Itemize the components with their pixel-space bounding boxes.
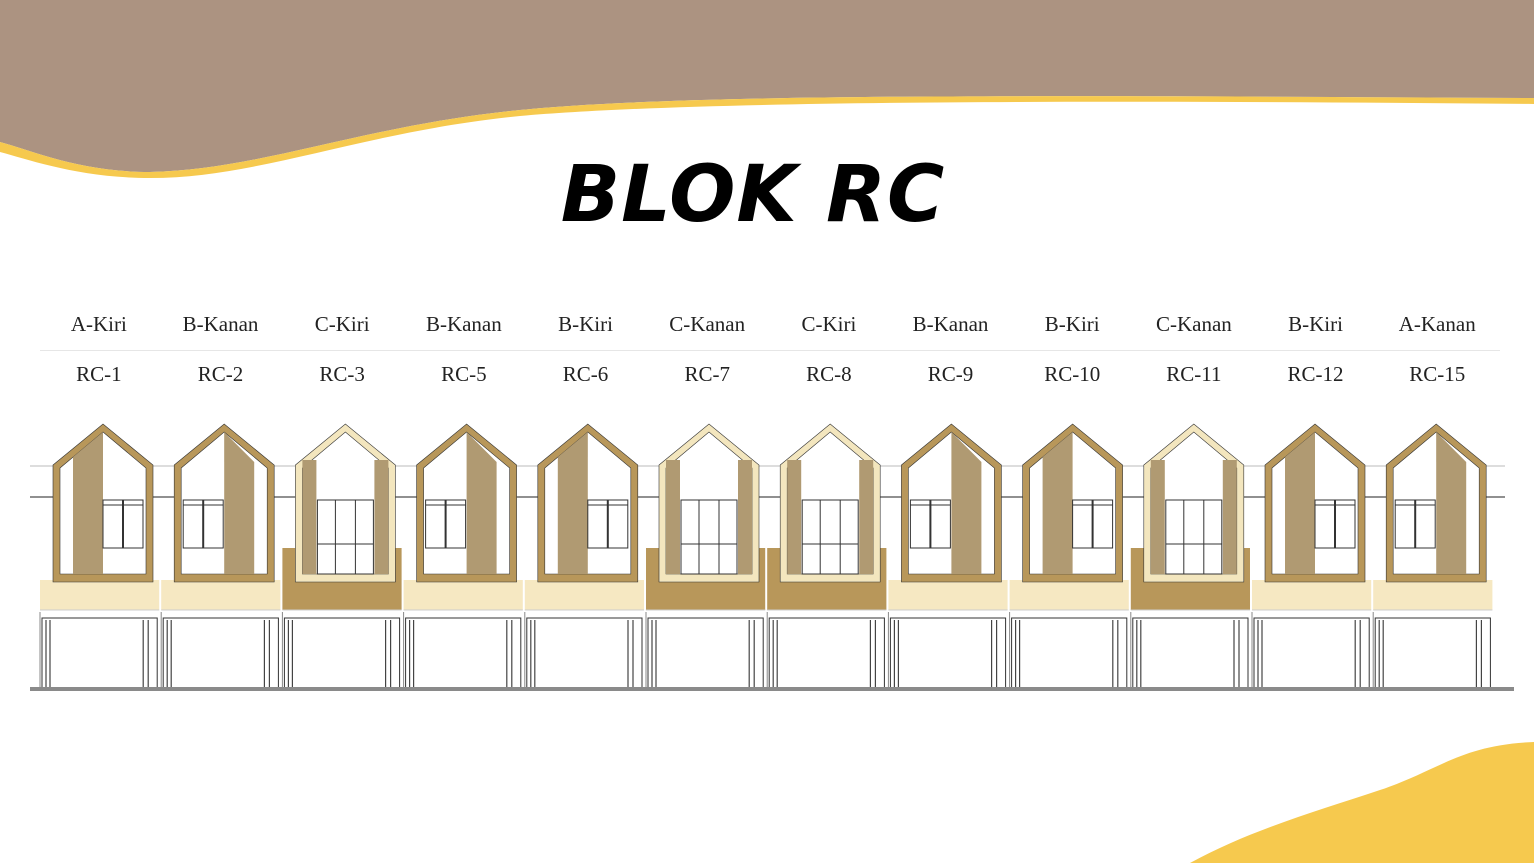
unit-code-label: RC-6: [562, 362, 609, 386]
unit-elevation-RC-3: [281, 423, 402, 689]
unit-type-label: C-Kanan: [1155, 312, 1232, 336]
unit-type-label: A-Kanan: [1398, 312, 1476, 336]
unit-type-label: B-Kanan: [182, 312, 259, 336]
unit-code-label: RC-8: [806, 362, 852, 386]
unit-code-label: RC-7: [684, 362, 730, 386]
unit-elevation-RC-11: [1130, 423, 1250, 689]
unit-elevation-RC-6: [524, 423, 644, 689]
unit-elevation-RC-7: [645, 423, 766, 689]
page-title: BLOK RC: [560, 150, 946, 240]
unit-type-label: C-Kanan: [669, 312, 746, 336]
unit-code-row: RC-1 RC-2 RC-3 RC-5 RC-6 RC-7 RC-8 RC-9 RC-10 RC-…: [38, 362, 1498, 387]
unit-elevation-RC-2: [160, 423, 281, 689]
unit-code-label: RC-2: [197, 362, 244, 386]
unit-elevation-RC-1: [39, 423, 160, 689]
unit-type-label: B-Kanan: [425, 312, 502, 336]
unit-code-label: RC-9: [927, 362, 974, 386]
unit-code-label: RC-11: [1166, 362, 1222, 386]
unit-elevation-RC-10: [1009, 423, 1129, 689]
unit-elevation-RC-5: [403, 423, 523, 689]
unit-type-row: A-Kiri B-Kanan C-Kiri B-Kanan B-Kiri C-Kanan C…: [38, 312, 1498, 337]
unit-elevation-RC-15: [1372, 423, 1493, 689]
unit-type-label: C-Kiri: [801, 312, 857, 336]
unit-type-label: B-Kiri: [558, 312, 613, 336]
unit-code-label: RC-15: [1409, 362, 1466, 386]
unit-code-label: RC-1: [76, 362, 122, 386]
unit-elevation-RC-8: [766, 423, 887, 689]
unit-code-label: RC-12: [1287, 362, 1344, 386]
unit-elevation-RC-12: [1251, 423, 1372, 689]
ground-line: [30, 687, 1514, 691]
unit-code-label: RC-10: [1044, 362, 1101, 386]
unit-type-label: B-Kiri: [1044, 312, 1100, 336]
unit-type-label: B-Kanan: [912, 312, 989, 336]
unit-type-label: B-Kiri: [1288, 312, 1343, 336]
unit-elevation-RC-9: [887, 423, 1008, 689]
unit-type-label: A-Kiri: [70, 312, 127, 336]
unit-code-label: RC-5: [441, 362, 487, 386]
unit-type-label: C-Kiri: [314, 312, 370, 336]
unit-code-label: RC-3: [319, 362, 365, 386]
divider: [40, 350, 1500, 351]
